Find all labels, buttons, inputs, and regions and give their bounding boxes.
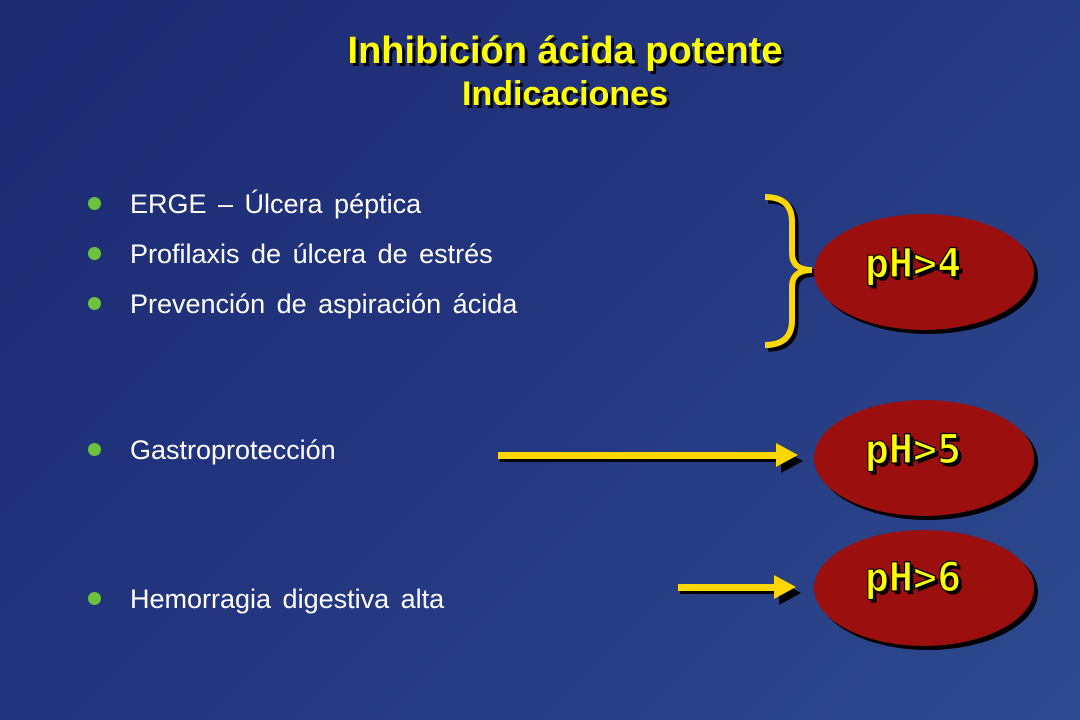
slide-title: Inhibición ácida potente <box>347 30 783 72</box>
bullet-dot-icon <box>88 197 101 210</box>
bullet-text: Gastroprotección <box>130 435 336 465</box>
ph-label: pH>6 <box>865 555 961 601</box>
ph-target-6: pH>6 pH>6 <box>814 530 1038 650</box>
arrow-right-icon <box>498 443 803 473</box>
ph-label-shadow: pH>6 <box>868 558 964 604</box>
curly-brace-icon <box>764 194 816 352</box>
bullet-text: Profilaxis de úlcera de estrés <box>130 239 493 269</box>
ph-label: pH>5 <box>865 427 961 473</box>
title-block: Inhibición ácida potente Indicaciones <box>0 28 1080 114</box>
bullet-text: ERGE – Úlcera péptica <box>130 189 422 219</box>
ph-label-shadow: pH>5 <box>868 430 964 476</box>
ph-target-4: pH>4 pH>4 <box>814 214 1038 334</box>
slide-subtitle: Indicaciones <box>462 75 668 113</box>
ph-target-5: pH>5 pH>5 <box>814 400 1038 520</box>
bullet-text: Hemorragia digestiva alta <box>130 584 445 614</box>
arrow-right-icon <box>678 575 801 605</box>
bullet-dot-icon <box>88 297 101 310</box>
ph-label: pH>4 <box>865 241 961 287</box>
bullet-dot-icon <box>88 443 101 456</box>
bullet-dot-icon <box>88 592 101 605</box>
ph-label-shadow: pH>4 <box>868 244 964 290</box>
bullet-dot-icon <box>88 247 101 260</box>
bullet-text: Prevención de aspiración ácida <box>130 289 518 319</box>
